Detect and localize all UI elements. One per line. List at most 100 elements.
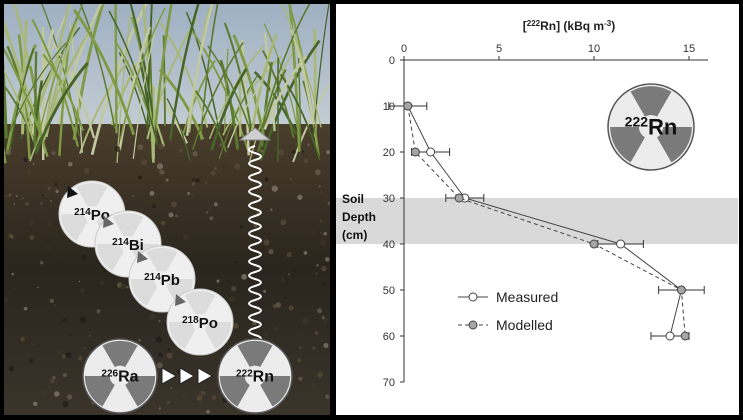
soil-speck bbox=[234, 164, 240, 170]
soil-speck bbox=[93, 155, 97, 159]
data-point bbox=[427, 148, 435, 156]
soil-speck bbox=[55, 190, 58, 193]
soil-speck bbox=[268, 249, 273, 254]
soil-speck bbox=[152, 204, 156, 208]
data-point bbox=[677, 286, 685, 294]
soil-speck bbox=[263, 290, 266, 293]
soil-speck bbox=[166, 179, 169, 182]
soil-speck bbox=[209, 216, 213, 220]
soil-speck bbox=[62, 355, 66, 359]
soil-speck bbox=[195, 178, 199, 182]
soil-speck bbox=[57, 349, 62, 354]
soil-speck bbox=[290, 178, 293, 181]
soil-speck bbox=[240, 225, 243, 228]
y-tick-label: 30 bbox=[383, 193, 395, 205]
y-tick-label: 60 bbox=[383, 331, 395, 343]
soil-speck bbox=[16, 195, 18, 197]
soil-speck bbox=[37, 287, 39, 289]
soil-speck bbox=[182, 175, 187, 180]
soil-speck bbox=[246, 190, 248, 192]
y-tick-label: 70 bbox=[383, 377, 395, 389]
soil-speck bbox=[78, 356, 83, 361]
soil-speck bbox=[138, 175, 142, 179]
soil-speck bbox=[270, 209, 272, 211]
shaded-depth-band bbox=[336, 198, 738, 244]
soil-speck bbox=[27, 351, 29, 353]
soil-speck bbox=[158, 320, 160, 322]
soil-speck bbox=[305, 156, 308, 159]
soil-speck bbox=[50, 200, 52, 202]
y-tick-label: 0 bbox=[389, 55, 395, 67]
y-axis-label-line: Depth bbox=[342, 210, 376, 224]
soil-speck bbox=[44, 190, 50, 196]
decay-node-218po: 218Po bbox=[167, 289, 233, 355]
soil-speck bbox=[80, 289, 84, 293]
soil-speck bbox=[206, 410, 210, 414]
x-tick-label: 15 bbox=[683, 43, 695, 55]
soil-speck bbox=[52, 151, 56, 155]
soil-speck bbox=[40, 261, 43, 264]
soil-speck bbox=[24, 307, 28, 311]
soil-speck bbox=[219, 278, 222, 281]
legend-label: Modelled bbox=[496, 317, 553, 333]
soil-speck bbox=[42, 390, 48, 396]
soil-speck bbox=[105, 158, 108, 161]
soil-speck bbox=[62, 189, 64, 191]
data-point bbox=[617, 240, 625, 248]
soil-speck bbox=[68, 162, 73, 167]
soil-speck bbox=[13, 203, 15, 205]
soil-speck bbox=[261, 146, 265, 150]
soil-speck bbox=[54, 391, 59, 396]
soil-speck bbox=[9, 194, 12, 197]
soil-speck bbox=[20, 337, 25, 342]
y-axis-label-line: (cm) bbox=[342, 228, 367, 242]
data-point bbox=[590, 240, 598, 248]
soil-speck bbox=[33, 163, 35, 165]
soil-speck bbox=[284, 297, 286, 299]
soil-speck bbox=[298, 358, 302, 362]
soil-speck bbox=[233, 323, 239, 329]
soil-speck bbox=[84, 347, 86, 349]
soil-speck bbox=[42, 194, 44, 196]
soil-speck bbox=[319, 185, 321, 187]
soil-speck bbox=[171, 387, 173, 389]
soil-speck bbox=[219, 143, 222, 146]
soil-speck bbox=[239, 171, 244, 176]
product-rn222: 222Rn bbox=[218, 339, 292, 413]
y-axis-label-line: Soil bbox=[342, 192, 364, 206]
soil-speck bbox=[326, 150, 330, 154]
y-tick-label: 50 bbox=[383, 285, 395, 297]
soil-speck bbox=[150, 314, 156, 320]
chart-title: [222Rn] (kBq m-3) bbox=[523, 19, 615, 34]
soil-speck bbox=[33, 402, 37, 406]
soil-speck bbox=[158, 144, 164, 150]
soil-speck bbox=[8, 234, 12, 238]
data-point bbox=[681, 332, 689, 340]
soil-speck bbox=[214, 202, 218, 206]
soil-speck bbox=[272, 186, 278, 192]
soil-speck bbox=[82, 255, 87, 260]
soil-speck bbox=[29, 235, 34, 240]
soil-speck bbox=[201, 391, 206, 396]
soil-speck bbox=[209, 205, 212, 208]
soil-speck bbox=[192, 183, 195, 186]
data-point bbox=[404, 102, 412, 110]
soil-speck bbox=[167, 348, 170, 351]
soil-speck bbox=[167, 353, 173, 359]
soil-speck bbox=[304, 158, 309, 163]
soil-speck bbox=[156, 337, 162, 343]
soil-speck bbox=[205, 181, 208, 184]
soil-speck bbox=[28, 173, 30, 175]
soil-speck bbox=[307, 143, 310, 146]
soil-speck bbox=[141, 159, 147, 165]
soil-speck bbox=[52, 376, 55, 379]
soil-speck bbox=[292, 150, 296, 154]
x-tick-label: 10 bbox=[588, 43, 600, 55]
soil-speck bbox=[211, 395, 216, 400]
soil-speck bbox=[100, 281, 104, 285]
x-tick-label: 5 bbox=[496, 43, 502, 55]
soil-speck bbox=[132, 195, 134, 197]
soil-speck bbox=[70, 334, 72, 336]
soil-speck bbox=[280, 219, 286, 225]
